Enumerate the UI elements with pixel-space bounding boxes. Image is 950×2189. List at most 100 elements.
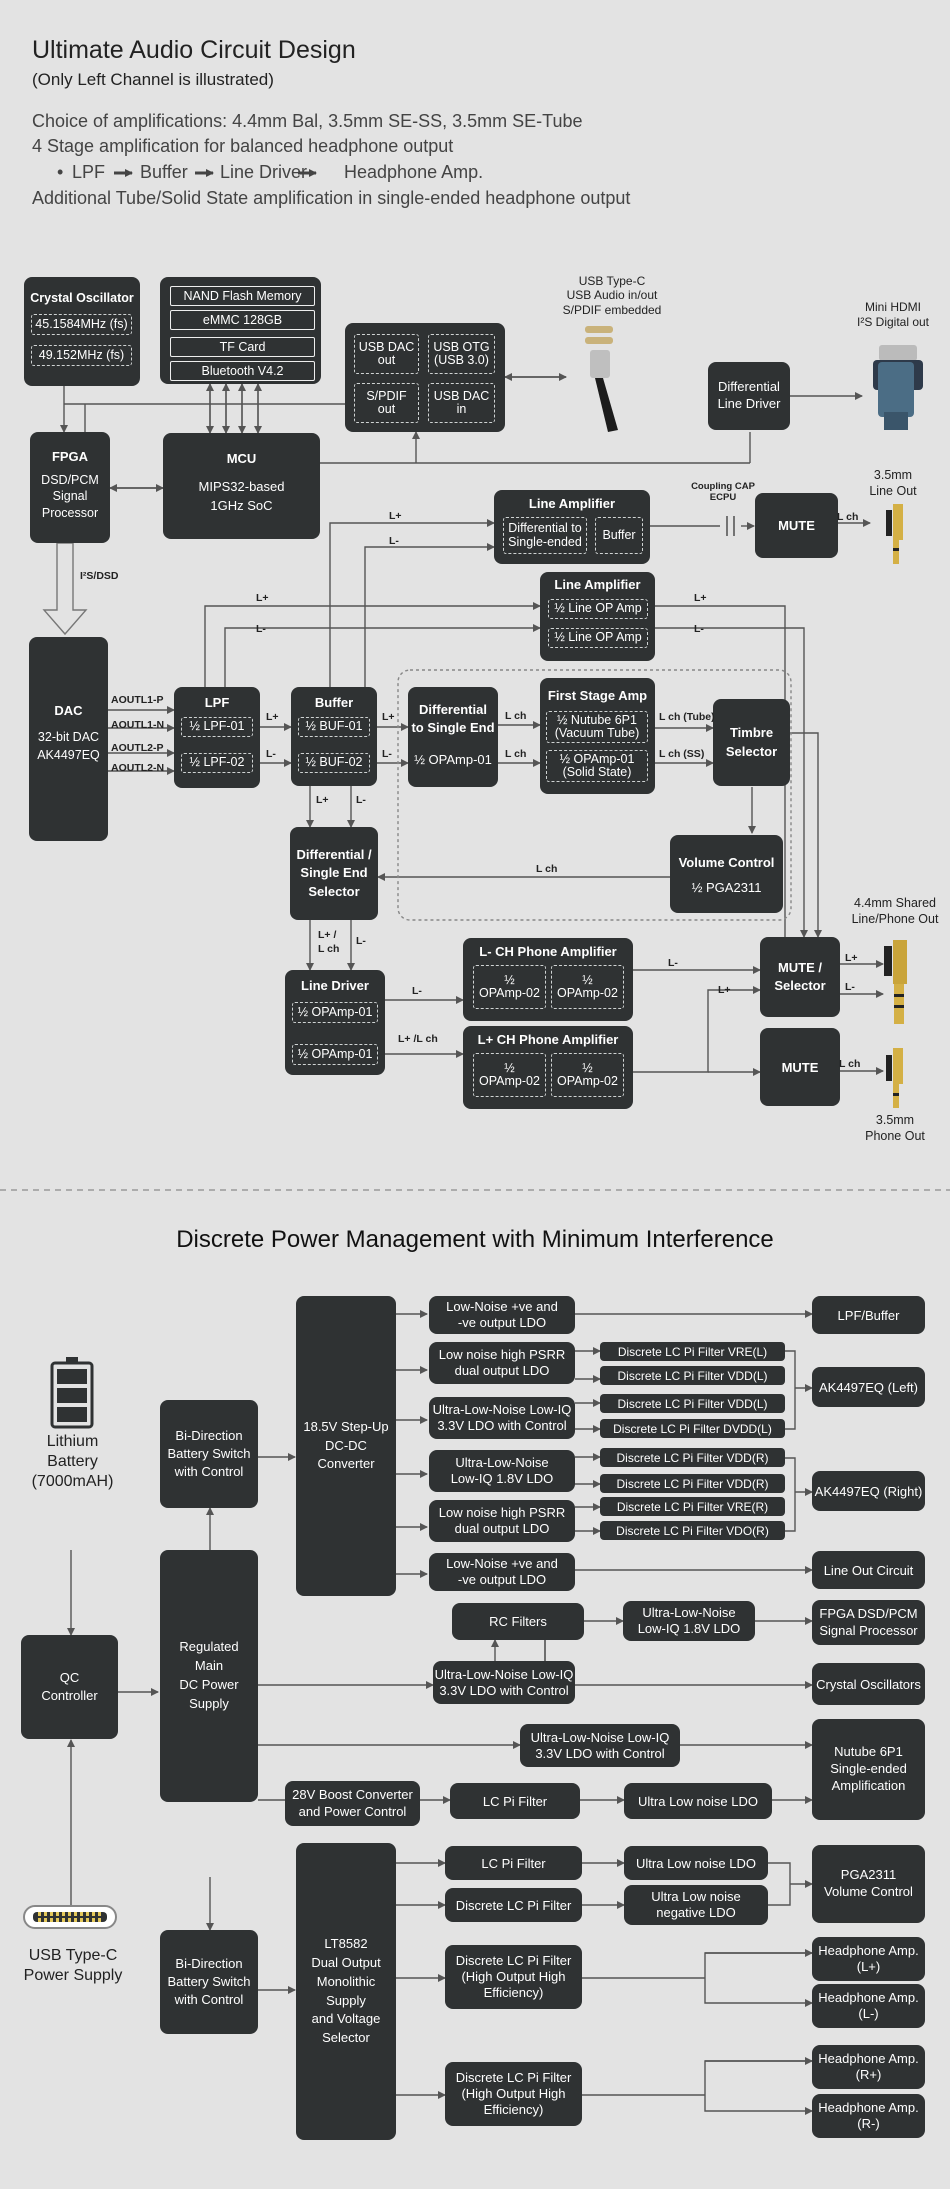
- ldo-18-block: Ultra-Low-Noise Low-IQ 1.8V LDO: [623, 1601, 755, 1641]
- dac-title: DAC: [54, 703, 83, 718]
- ldo-2: Low noise high PSRR dual output LDO: [429, 1342, 575, 1384]
- aout-l2n: AOUTL2-N: [111, 762, 165, 774]
- feature-line-1: Choice of amplifications: 4.4mm Bal, 3.5…: [32, 111, 583, 131]
- page-subtitle: (Only Left Channel is illustrated): [32, 70, 274, 89]
- sig-lminus-7: L-: [356, 935, 366, 947]
- shared-out-label: 4.4mm Shared Line/Phone Out: [851, 896, 939, 927]
- usb-power-label: USB Type-C Power Supply: [23, 1947, 123, 1984]
- jack-4-4mm-icon: [884, 940, 907, 1024]
- bidir-switch-1-block: Bi-Direction Battery Switch with Control: [160, 1400, 258, 1508]
- aout-l2p: AOUTL2-P: [111, 742, 164, 754]
- usb-dac-out: USB DAC out: [354, 334, 419, 374]
- sig-lminus-8: L-: [412, 985, 422, 997]
- filter-vdo-r: Discrete LC Pi Filter VDO(R): [600, 1521, 785, 1540]
- mute-2-block: MUTE: [760, 1028, 840, 1106]
- target-lpf-buffer: LPF/Buffer: [812, 1296, 925, 1334]
- mute-selector-block: MUTE / Selector: [760, 937, 840, 1017]
- emmc-label: eMMC 128GB: [170, 310, 315, 330]
- sig-lch-4: L ch: [837, 511, 859, 523]
- line-driver-block: Line Driver ½ OPAmp-01 ½ OPAmp-01: [285, 970, 385, 1075]
- target-line-out: Line Out Circuit: [812, 1551, 925, 1589]
- lminus-opamp-1: ½ OPAmp-02: [473, 965, 546, 1009]
- bullet-lpf: LPF: [72, 162, 106, 182]
- target-pga: PGA2311 Volume Control: [812, 1845, 925, 1923]
- crystal-freq-2: 49.152MHz (fs): [31, 345, 132, 366]
- dac-block: DAC 32-bit DAC AK4497EQ: [29, 637, 108, 841]
- stepup-converter-block: 18.5V Step-Up DC-DC Converter: [296, 1296, 396, 1596]
- lc-pi-filter-1: LC Pi Filter: [450, 1783, 580, 1819]
- sig-lminus-4: L-: [266, 748, 276, 760]
- first-stage-amp-block: First Stage Amp ½ Nutube 6P1 (Vacuum Tub…: [540, 678, 655, 794]
- sig-lminus-6: L-: [356, 794, 366, 806]
- timbre-selector-block: Timbre Selector: [713, 699, 790, 786]
- sig-lch-2: L ch: [505, 748, 527, 760]
- target-ak-right: AK4497EQ (Right): [812, 1471, 925, 1511]
- mcu-title: MCU: [226, 451, 257, 466]
- sig-lch-1: L ch: [505, 710, 527, 722]
- nand-flash-label: NAND Flash Memory: [170, 286, 315, 306]
- power-title: Discrete Power Management with Minimum I…: [176, 1226, 774, 1253]
- volume-chip: ½ PGA2311: [691, 880, 762, 895]
- ldo-1: Low-Noise +ve and -ve output LDO: [429, 1296, 575, 1334]
- usb-dac-in: USB DAC in: [428, 383, 495, 423]
- line-driver-opamp-1: ½ OPAmp-01: [292, 1002, 378, 1023]
- line-amplifier-2-block: Line Amplifier ½ Line OP Amp ½ Line OP A…: [540, 572, 655, 661]
- lminus-opamp-2: ½ OPAmp-02: [551, 965, 624, 1009]
- sig-lplus-3: L+: [694, 592, 707, 604]
- buf-01: ½ BUF-01: [298, 717, 370, 737]
- bullet-dot: •: [57, 162, 64, 182]
- regulated-supply-block: Regulated Main DC Power Supply: [160, 1550, 258, 1802]
- bluetooth-label: Bluetooth V4.2: [170, 361, 315, 381]
- sig-lplus-lch: L+ / L ch: [318, 929, 340, 955]
- buffer-block: Buffer ½ BUF-01 ½ BUF-02: [291, 687, 377, 786]
- mcu-body: MIPS32-based 1GHz SoC: [198, 479, 285, 513]
- battery-icon: [50, 1357, 94, 1429]
- usb-c-audio-label: USB Type-C USB Audio in/out S/PDIF embed…: [562, 274, 662, 317]
- sig-lch-3: L ch: [536, 863, 558, 875]
- target-crystal: Crystal Oscillators: [812, 1663, 925, 1705]
- jack-3-5mm-phoneout-icon: [886, 1048, 903, 1108]
- aout-l1n: AOUTL1-N: [111, 719, 165, 731]
- target-hp-r-plus: Headphone Amp. (R+): [812, 2045, 925, 2089]
- lminus-amp-title: L- CH Phone Amplifier: [479, 944, 617, 959]
- sig-lplus-7: L+: [718, 984, 731, 996]
- rc-filters-block: RC Filters: [452, 1603, 584, 1640]
- discrete-lc-pi-filter: Discrete LC Pi Filter: [445, 1888, 582, 1922]
- fpga-block: FPGA DSD/PCM Signal Processor: [30, 432, 110, 543]
- spdif-out: S/PDIF out: [354, 383, 419, 423]
- target-fpga: FPGA DSD/PCM Signal Processor: [812, 1600, 925, 1645]
- sig-lch-ss: L ch (SS): [659, 748, 705, 760]
- filter-vdd-r-2: Discrete LC Pi Filter VDD(R): [600, 1474, 785, 1493]
- diff-se-opamp: ½ OPAmp-01: [414, 752, 492, 767]
- phoneout-label: 3.5mm Phone Out: [865, 1113, 925, 1144]
- sig-lch-tube: L ch (Tube): [659, 711, 715, 723]
- mini-hdmi-connector-icon: [873, 345, 923, 430]
- filter-vdd-l-2: Discrete LC Pi Filter VDD(L): [600, 1394, 785, 1413]
- ldo-6: Low-Noise +ve and -ve output LDO: [429, 1553, 575, 1591]
- lpf-title: LPF: [204, 695, 230, 710]
- sig-lminus-9: L-: [668, 957, 678, 969]
- ldo-33a-block: Ultra-Low-Noise Low-IQ 3.3V LDO with Con…: [433, 1661, 575, 1704]
- bullet-buffer: Buffer: [140, 162, 188, 182]
- battery-label: Lithium Battery (7000mAH): [31, 1433, 114, 1490]
- sig-lminus-3: L-: [694, 623, 704, 635]
- lpf-01: ½ LPF-01: [181, 717, 253, 737]
- line-op-amp-1: ½ Line OP Amp: [548, 599, 648, 619]
- filter-dvdd-l: Discrete LC Pi Filter DVDD(L): [600, 1419, 785, 1438]
- ldo-4: Ultra-Low-Noise Low-IQ 1.8V LDO: [429, 1450, 575, 1492]
- sig-lplus-5: L+: [382, 711, 395, 723]
- bullet-line-driver: Line Driver: [220, 162, 308, 182]
- sig-lch-5: L ch: [839, 1058, 861, 1070]
- lineout-label: 3.5mm Line Out: [869, 468, 917, 498]
- volume-control-block: Volume Control ½ PGA2311: [670, 835, 783, 913]
- sig-lminus-2: L-: [256, 623, 266, 635]
- uln-ldo-2: Ultra Low noise LDO: [624, 1846, 768, 1880]
- crystal-oscillator-block: Crystal Oscillator 45.1584MHz (fs) 49.15…: [24, 277, 140, 386]
- opamp-stage: ½ OPAmp-01 (Solid State): [546, 750, 648, 782]
- buf-02: ½ BUF-02: [298, 753, 370, 773]
- line-amp-1-buffer: Buffer: [595, 517, 643, 554]
- lpf-02: ½ LPF-02: [181, 753, 253, 773]
- filter-vre-l: Discrete LC Pi Filter VRE(L): [600, 1342, 785, 1361]
- dac-body: 32-bit DAC AK4497EQ: [37, 730, 100, 762]
